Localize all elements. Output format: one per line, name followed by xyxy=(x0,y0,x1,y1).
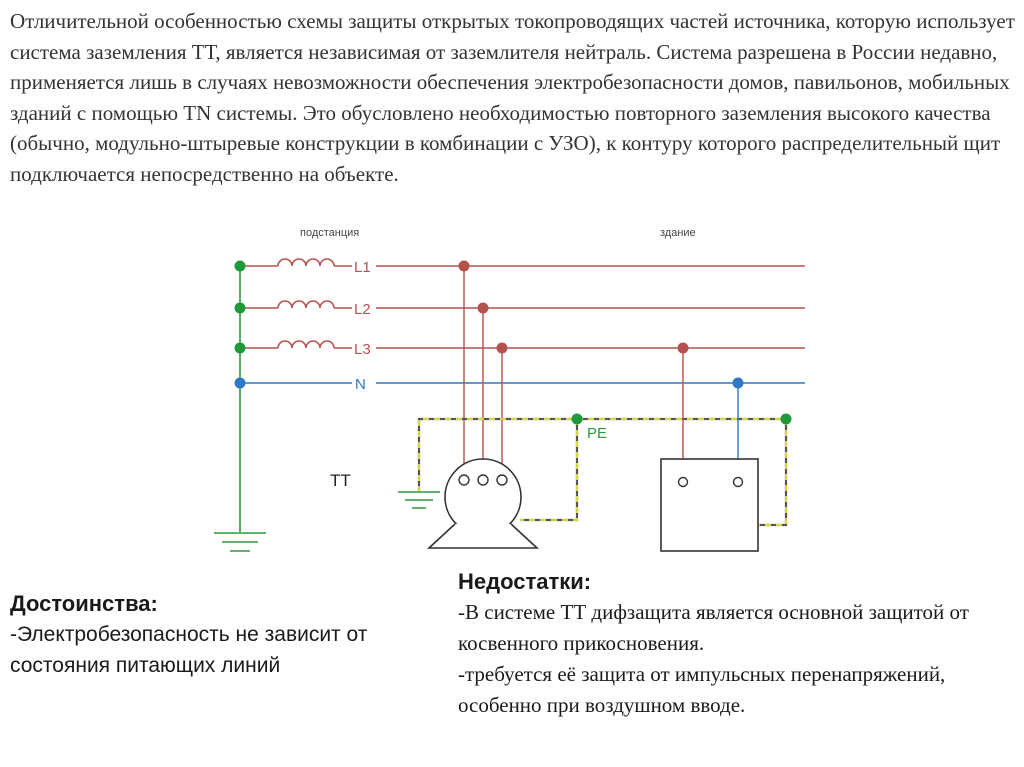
junction-dot xyxy=(780,413,792,425)
junction-dot xyxy=(732,377,744,389)
junction-dot xyxy=(477,302,489,314)
junction-dot xyxy=(234,260,246,272)
line-l3 xyxy=(240,340,805,349)
advantages-item: -Электробезопасность не зависит от состо… xyxy=(10,623,368,677)
label-l1: L1 xyxy=(354,259,371,276)
junction-dot xyxy=(571,413,583,425)
junction-dot xyxy=(234,302,246,314)
advantages-title: Достоинства: xyxy=(10,591,158,616)
system-label: ТТ xyxy=(330,471,351,490)
junction-dot xyxy=(677,342,689,354)
substation-ground-symbol xyxy=(214,532,266,552)
disadvantages-section: Недостатки: -В системе ТТ дифзащита явля… xyxy=(458,566,1020,721)
junction-dot xyxy=(458,260,470,272)
disadvantages-item: -В системе ТТ дифзащита является основно… xyxy=(458,600,969,655)
load-terminal xyxy=(677,476,689,488)
junction-dot xyxy=(496,342,508,354)
substation-label: подстанция xyxy=(300,227,359,239)
line-l2 xyxy=(240,300,805,309)
building-load-box xyxy=(660,458,759,552)
disadvantages-title: Недостатки: xyxy=(458,569,592,594)
label-l2: L2 xyxy=(354,301,371,318)
advantages-section: Достоинства: -Электробезопасность не зав… xyxy=(10,588,440,681)
line-l1 xyxy=(240,258,805,267)
motor-symbol xyxy=(426,458,540,549)
junction-dot xyxy=(234,377,246,389)
motor-terminal xyxy=(458,474,470,486)
motor-feed-wires xyxy=(463,266,503,478)
building-label: здание xyxy=(660,227,696,239)
intro-paragraph: Отличительной особенностью схемы защиты … xyxy=(10,9,1015,186)
motor-terminal xyxy=(496,474,508,486)
motor-ground-symbol xyxy=(398,491,440,509)
junction-dot xyxy=(234,342,246,354)
label-n: N xyxy=(355,376,366,393)
motor-terminal xyxy=(477,474,489,486)
intro-text-block: Отличительной особенностью схемы защиты … xyxy=(10,6,1018,189)
disadvantages-item: -требуется её защита от импульсных перен… xyxy=(458,662,946,717)
pe-label: PE xyxy=(587,425,607,442)
label-l3: L3 xyxy=(354,341,371,358)
load-terminal xyxy=(732,476,744,488)
